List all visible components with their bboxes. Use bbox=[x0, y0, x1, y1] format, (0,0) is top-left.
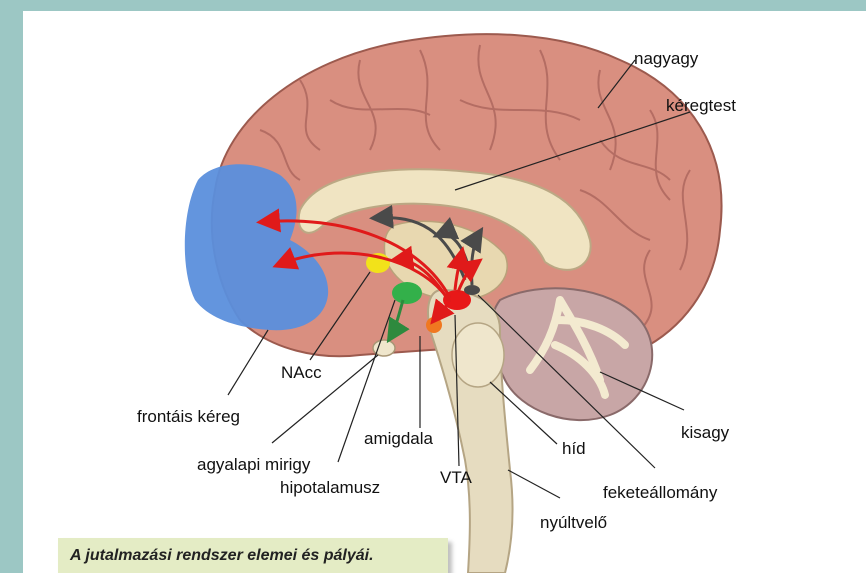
label-frontais-kereg: frontáis kéreg bbox=[137, 408, 240, 425]
label-nyultvelo: nyúltvelő bbox=[540, 514, 607, 531]
pons bbox=[452, 323, 504, 387]
label-nacc: NAcc bbox=[281, 364, 322, 381]
caption-box: A jutalmazási rendszer elemei és pályái. bbox=[58, 538, 448, 573]
label-agyalapi-mirigy: agyalapi mirigy bbox=[197, 456, 310, 473]
caption-text: A jutalmazási rendszer elemei és pályái. bbox=[70, 547, 374, 565]
label-kisagy: kisagy bbox=[681, 424, 729, 441]
label-nagyagy: nagyagy bbox=[634, 50, 698, 67]
label-keregtest: kéregtest bbox=[666, 97, 736, 114]
label-vta: VTA bbox=[440, 469, 472, 486]
label-feketeallomany: feketeállomány bbox=[603, 484, 717, 501]
label-amigdala: amigdala bbox=[364, 430, 433, 447]
label-hipotalamusz: hipotalamusz bbox=[280, 479, 380, 496]
substantia-nigra-nucleus bbox=[464, 285, 480, 295]
hypothalamus-nucleus bbox=[392, 282, 422, 304]
label-hid: híd bbox=[562, 440, 586, 457]
